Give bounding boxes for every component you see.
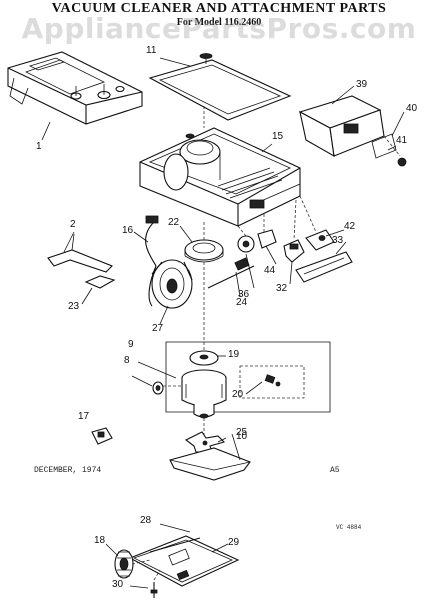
callout-18: 18 xyxy=(94,535,106,546)
callout-25: 25 xyxy=(236,427,248,438)
callout-27: 27 xyxy=(152,323,164,334)
part-16-power-cord xyxy=(145,215,159,307)
part-2-bracket xyxy=(47,233,116,289)
callout-28: 28 xyxy=(140,515,152,526)
part-20-bracket xyxy=(239,365,305,399)
part-22-motor-ring xyxy=(184,239,224,263)
part-24-switch xyxy=(237,235,255,253)
callout-19: 19 xyxy=(228,349,240,360)
callout-40: 40 xyxy=(406,103,418,114)
callout-10: 10 xyxy=(236,431,248,442)
callout-8: 8 xyxy=(124,355,130,366)
callout-22: 22 xyxy=(168,217,180,228)
part-18-wheel xyxy=(114,549,134,579)
callout-24: 24 xyxy=(236,297,248,308)
part-10-impeller xyxy=(184,431,226,453)
page-code: A5 xyxy=(330,466,340,475)
diagram-title: VACUUM CLEANER AND ATTACHMENT PARTS xyxy=(51,1,387,16)
callout-42: 42 xyxy=(344,221,356,232)
part-36-switch-rod xyxy=(207,257,255,289)
part-8-brush-cap xyxy=(152,381,182,395)
callout-16: 16 xyxy=(122,225,134,236)
callout-11: 11 xyxy=(146,45,157,56)
assembly-guides-lower xyxy=(131,559,161,581)
callout-20: 20 xyxy=(232,389,244,400)
callout-30: 30 xyxy=(112,579,124,590)
part-42-latch-button xyxy=(305,229,335,251)
callout-17: 17 xyxy=(78,411,90,422)
part-11-lid-gasket xyxy=(148,53,292,121)
part-25-bottom-plate xyxy=(169,447,251,481)
callout-33: 33 xyxy=(332,235,344,246)
callout-32: 32 xyxy=(276,283,288,294)
callout-15: 15 xyxy=(272,131,284,142)
part-32-latch xyxy=(283,239,305,263)
part-15-base-housing xyxy=(139,127,301,227)
callout-9: 9 xyxy=(128,339,134,350)
drawing-code: VC 4884 xyxy=(336,524,362,531)
callout-2: 2 xyxy=(70,219,76,230)
motor-assembly-frame xyxy=(165,341,331,413)
part-30-bolt xyxy=(150,582,158,598)
callout-44: 44 xyxy=(264,265,276,276)
callout-1: 1 xyxy=(36,141,42,152)
part-39-bag-holder xyxy=(298,95,407,167)
part-29-base-plate xyxy=(128,535,240,587)
part-9-motor xyxy=(181,369,227,419)
callout-41: 41 xyxy=(396,135,408,146)
callout-39: 39 xyxy=(356,79,368,90)
callout-29: 29 xyxy=(228,537,240,548)
callout-leader-lines xyxy=(41,57,405,589)
part-19-fan xyxy=(189,350,219,366)
callout-36: 36 xyxy=(238,289,250,300)
assembly-guides-upper xyxy=(237,195,317,241)
part-33-handle xyxy=(295,251,353,283)
part-27-cord-reel xyxy=(151,259,193,309)
part-17-switch xyxy=(91,427,113,445)
part-44-switch-lever xyxy=(257,229,277,249)
date-note: DECEMBER, 1974 xyxy=(34,466,102,475)
part-1-top-cover xyxy=(7,51,143,125)
callout-23: 23 xyxy=(68,301,80,312)
diagram-subtitle: For Model 116.2460 xyxy=(176,17,262,28)
